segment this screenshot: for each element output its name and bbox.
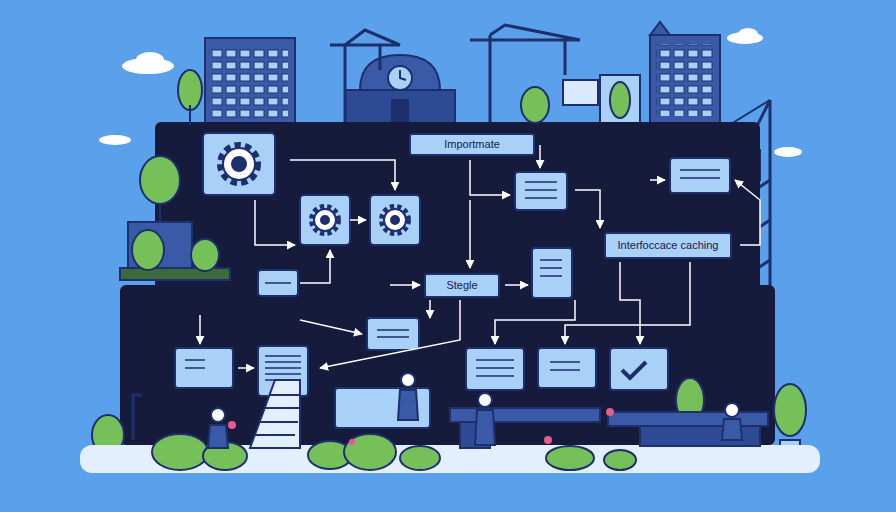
- box-label: Importmate: [444, 138, 500, 150]
- person: [208, 373, 742, 448]
- box-label: Interfoccace caching: [618, 239, 719, 251]
- building: [205, 22, 720, 128]
- flower: [228, 408, 614, 445]
- doc-lines: [185, 170, 720, 380]
- process-box: Interfoccace caching: [604, 232, 732, 259]
- icon-box: [175, 133, 730, 428]
- tree: [92, 70, 806, 467]
- lamp-post: [133, 395, 142, 440]
- process-box: Importmate: [409, 133, 535, 156]
- box-label: Stegle: [446, 279, 477, 291]
- panel: [120, 122, 775, 445]
- process-box: Stegle: [424, 273, 500, 298]
- desk: [250, 380, 768, 448]
- flow-arrow: [200, 145, 760, 368]
- gear-icon: [221, 146, 408, 233]
